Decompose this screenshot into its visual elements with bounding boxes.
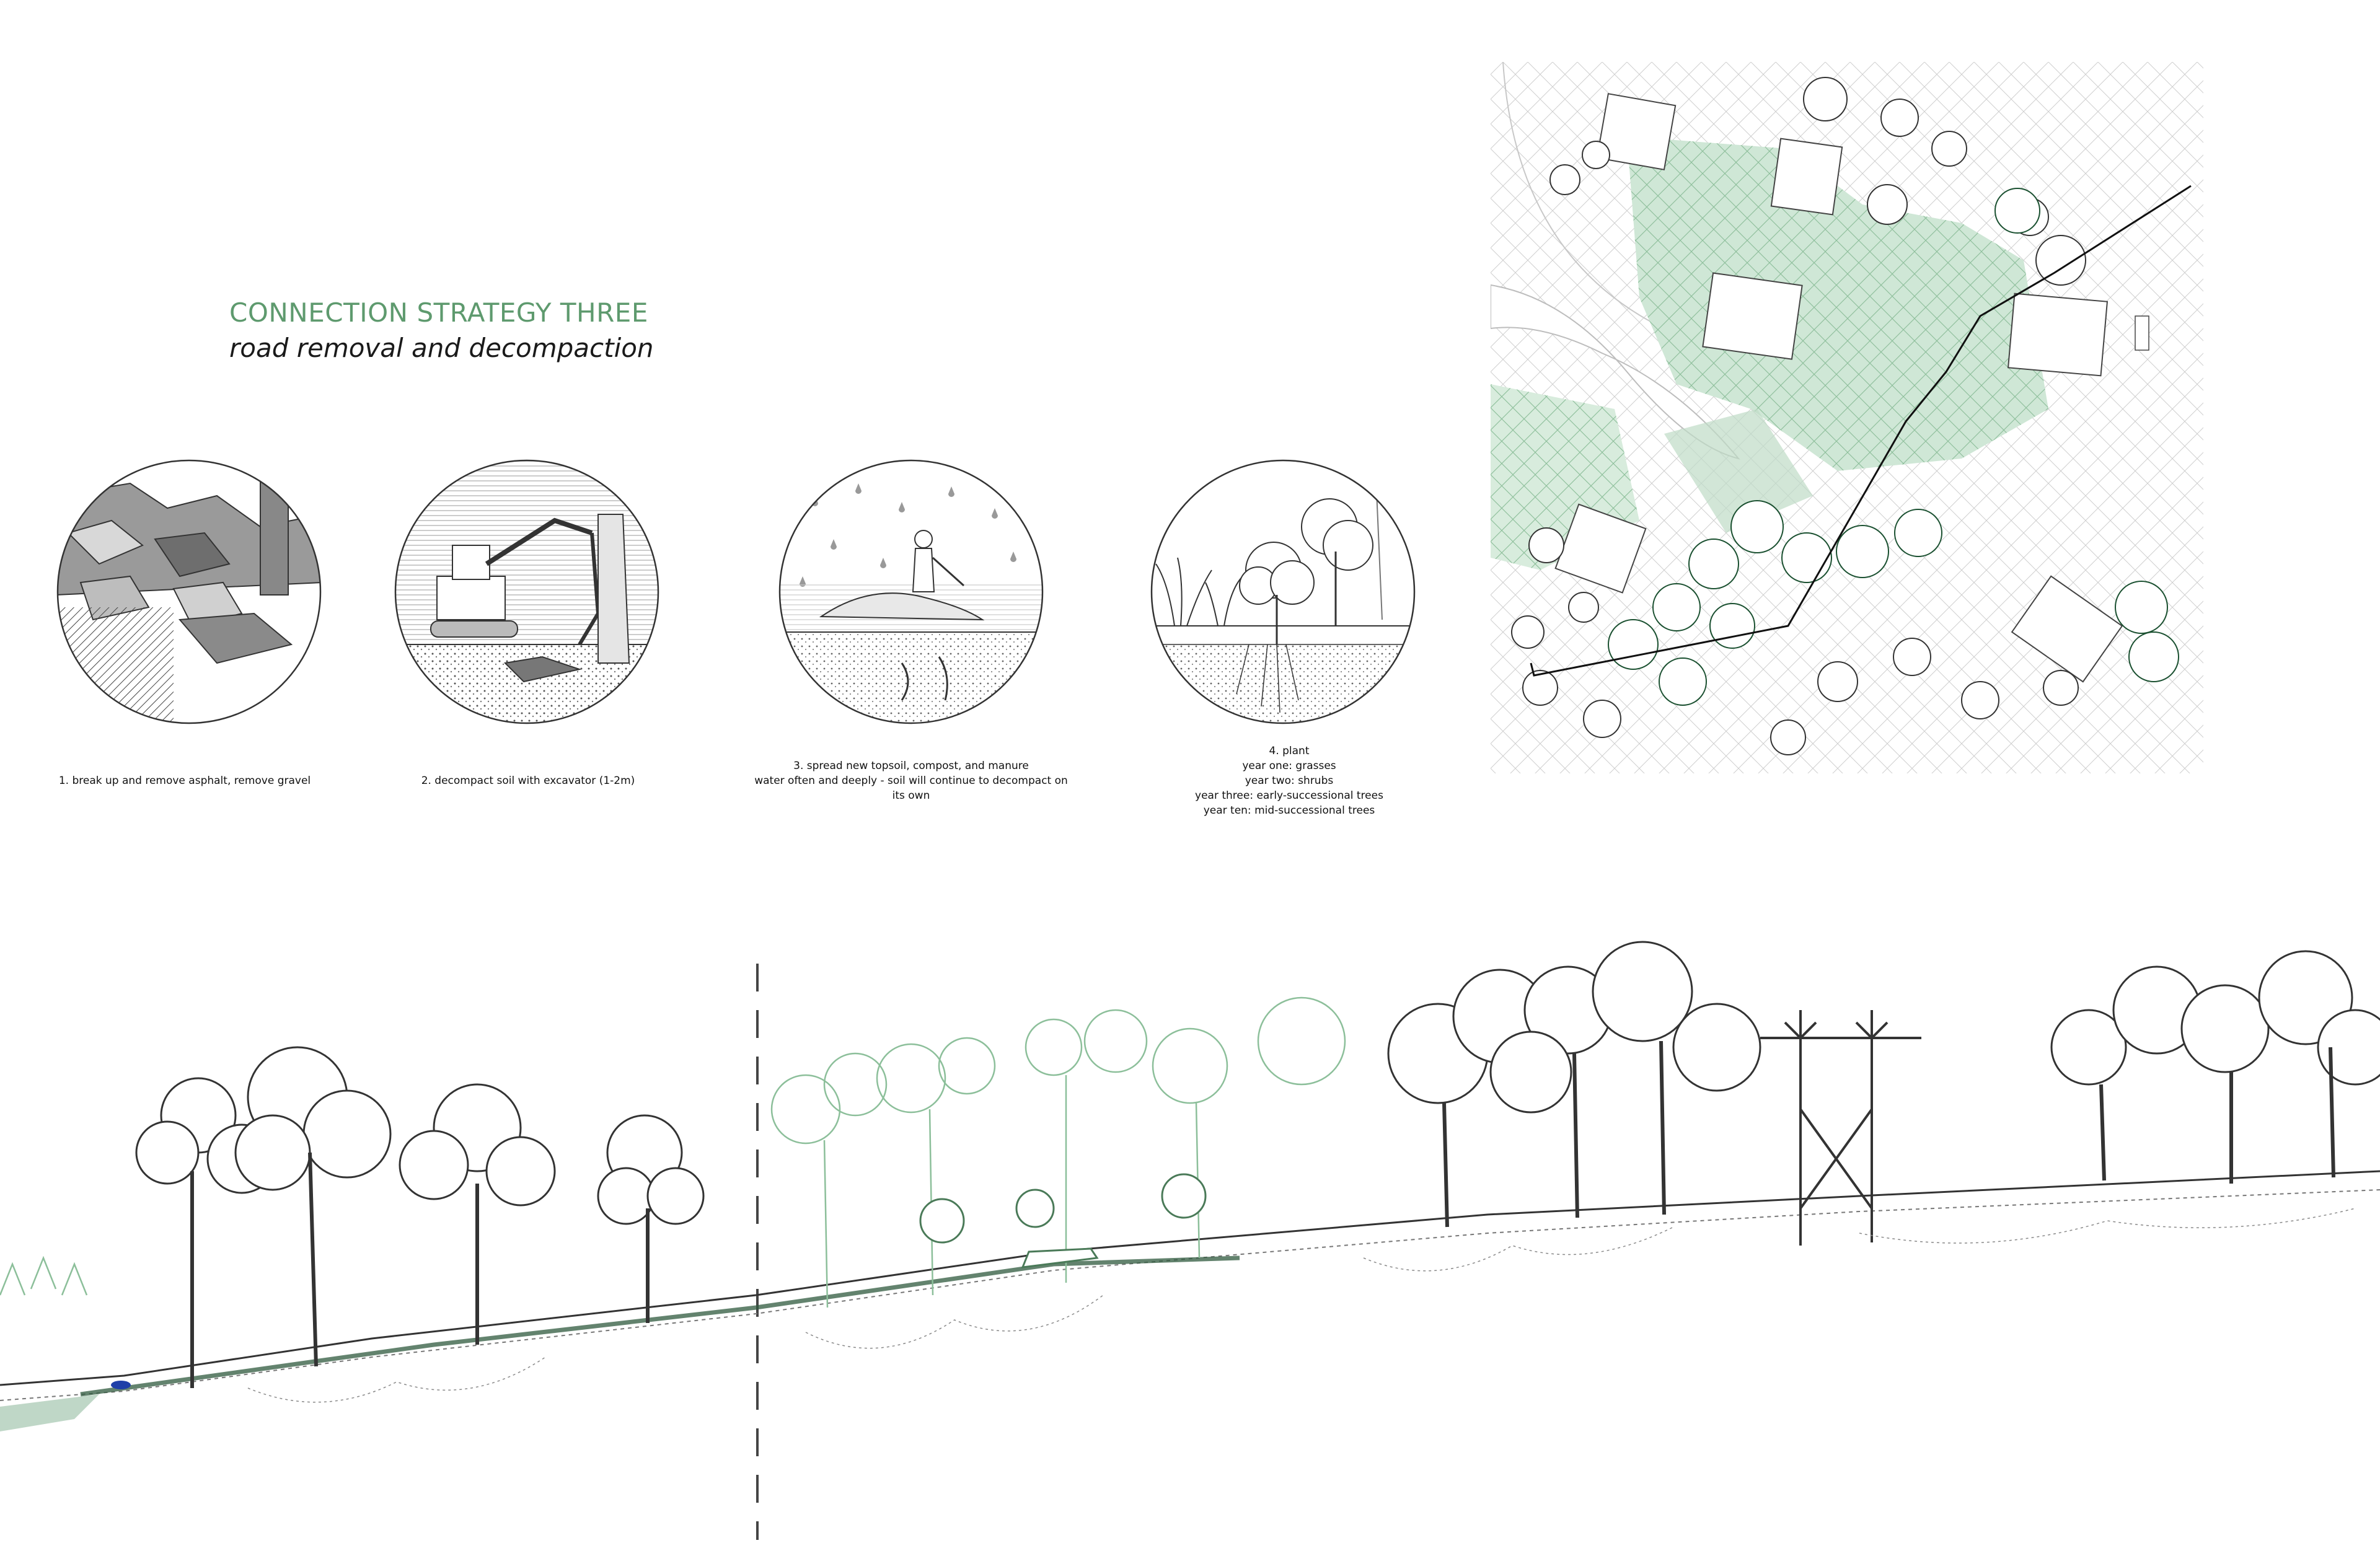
step-2-caption: 2. decompact soil with excavator (1-2m)	[421, 775, 635, 787]
landscape-section	[0, 861, 2380, 1540]
step-4-illustration	[1150, 459, 1416, 725]
page-subtitle: road removal and decompaction	[229, 333, 654, 363]
step-1-illustration	[56, 459, 322, 725]
title-block: CONNECTION STRATEGY THREE road removal a…	[229, 297, 654, 363]
step-4-caption: 4. plant year one: grasses year two: shr…	[1195, 745, 1383, 817]
step-2-illustration	[394, 459, 660, 725]
step-3-caption: 3. spread new topsoil, compost, and manu…	[754, 760, 1068, 802]
step-3-illustration	[778, 459, 1044, 725]
step-1-caption: 1. break up and remove asphalt, remove g…	[58, 775, 311, 787]
site-plan	[1491, 62, 2203, 773]
page-title: CONNECTION STRATEGY THREE	[229, 297, 648, 328]
